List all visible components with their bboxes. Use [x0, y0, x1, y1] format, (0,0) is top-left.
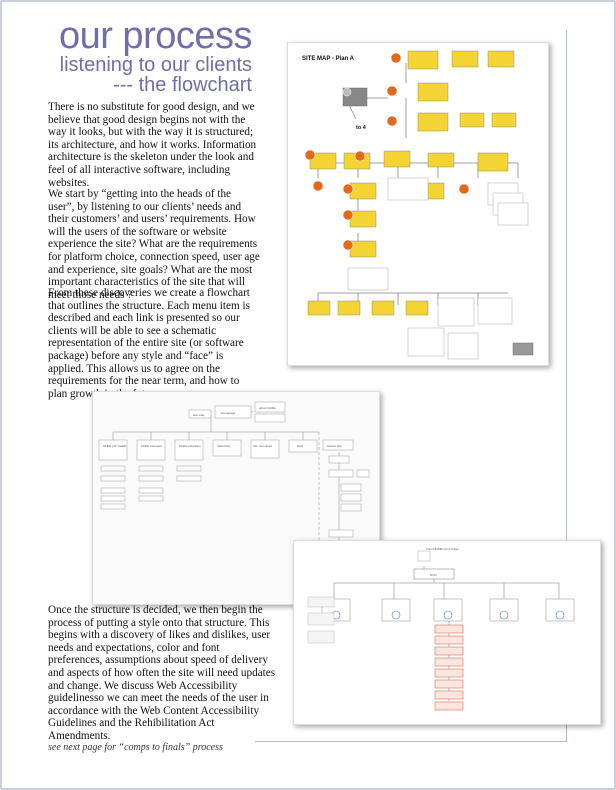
plan-title-text: Tumi NNSB Home Page: [426, 547, 459, 551]
intro-paragraph: There is no substitute for good design, …: [48, 101, 257, 189]
page-subtitle-flowchart: --- the flowchart: [113, 74, 252, 96]
plan-diagram: Tumi NNSB Home Page DOO: [307, 547, 575, 711]
sitemap-label: to 4: [356, 125, 366, 131]
sitemap-figure: SITE MAP - Plan A to 4: [287, 42, 549, 366]
svg-text:FAQ: FAQ: [297, 444, 304, 448]
style-paragraph: Once the structure is decided, we then b…: [48, 604, 276, 742]
flowchart-diagram: site map homepage about OHRe OHRe port hea…: [98, 401, 370, 588]
svg-text:Vet. resources: Vet. resources: [253, 444, 273, 448]
flowchart-paragraph: From these discoveries we create a flowc…: [48, 287, 250, 400]
horizontal-rule: [255, 741, 567, 742]
plan-figure: Tumi NNSB Home Page DOO: [293, 540, 601, 725]
page-title: our process: [58, 15, 253, 57]
svg-text:homepage: homepage: [221, 411, 236, 415]
svg-text:OHRe activation: OHRe activation: [179, 444, 201, 448]
svg-text:secure site: secure site: [327, 444, 342, 448]
sitemap-diagram: [304, 50, 534, 360]
svg-text:Veterinary: Veterinary: [217, 444, 231, 448]
svg-text:DOO: DOO: [430, 573, 438, 577]
users-paragraph: We start by “getting into the heads of t…: [48, 188, 260, 301]
svg-text:OHRe port health: OHRe port health: [103, 444, 127, 448]
svg-text:OHRe transport: OHRe transport: [141, 444, 162, 448]
sitemap-title: SITE MAP - Plan A: [302, 56, 355, 62]
svg-text:about OHRe: about OHRe: [259, 406, 276, 410]
svg-text:site map: site map: [193, 413, 205, 417]
page-subtitle: listening to our clients: [59, 54, 252, 76]
vertical-rule: [566, 30, 567, 742]
next-page-note: see next page for “comps to finals” proc…: [48, 742, 223, 753]
